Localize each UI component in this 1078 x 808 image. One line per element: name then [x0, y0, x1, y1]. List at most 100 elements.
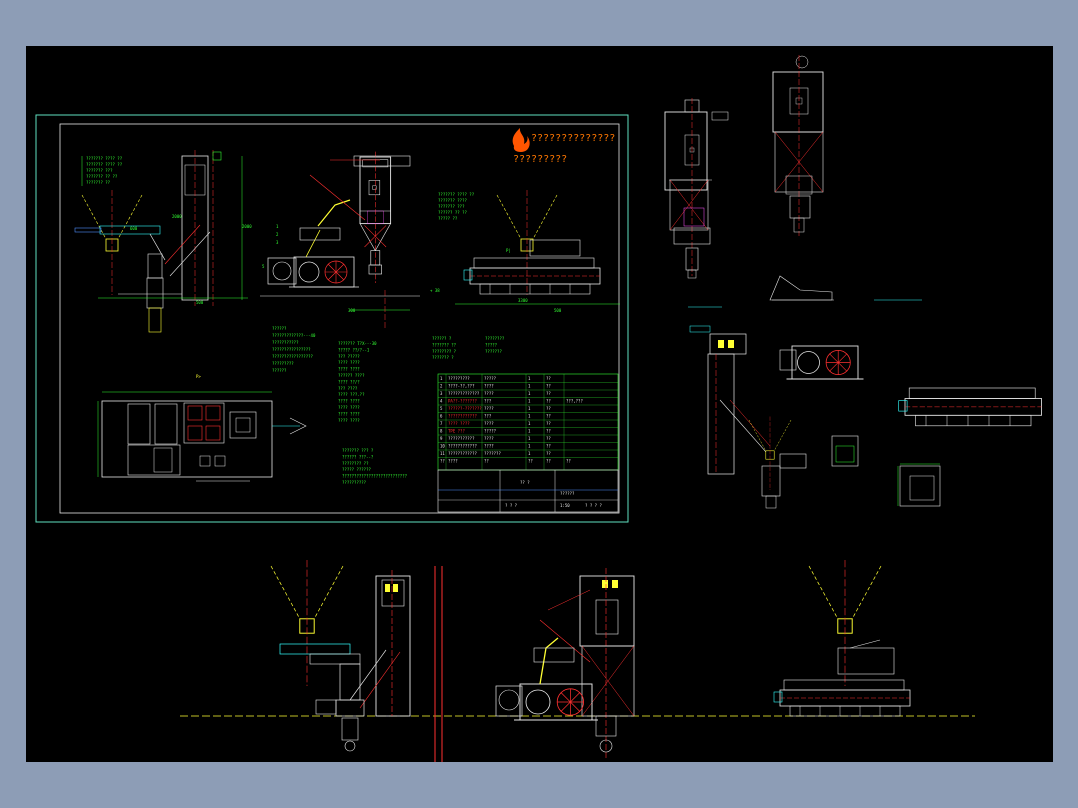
title-sheet: ? ? ?: [505, 503, 518, 508]
svg-text:??????? ???? ??: ??????? ???? ??: [86, 162, 123, 167]
note-line: ??????? ?: [432, 355, 454, 360]
bom-header-cell: ??: [484, 459, 489, 464]
note-line: ???? ???.??: [338, 392, 365, 397]
bom-cell: ????????????: [448, 414, 477, 419]
bom-cell: 1: [528, 436, 531, 441]
note-line: ?????? ????: [338, 373, 365, 378]
bom-header-cell: ????: [448, 459, 458, 464]
bom-cell: 10: [440, 444, 445, 449]
note-line: ??????????: [342, 480, 367, 485]
sheet-notes: ???????????????????---40????????????????…: [272, 326, 505, 485]
sheet-plan-view: P>: [97, 374, 307, 482]
svg-text:2000: 2000: [172, 214, 182, 219]
note-line: ????? ??????: [342, 467, 371, 472]
note-line: ?????? ???--?: [342, 454, 374, 459]
bom-cell: ??: [546, 444, 551, 449]
svg-text:3300: 3300: [518, 298, 528, 303]
sheet-inner-frame: [59, 123, 620, 514]
title-company: ? ? ? ?: [585, 503, 602, 508]
note-line: ?????: [485, 342, 498, 347]
view-elevator-right: [689, 325, 807, 509]
bom-cell: 1: [528, 406, 531, 411]
bom-cell: ????????????: [448, 451, 477, 456]
note-line: ??????: [272, 368, 287, 373]
bom-cell: ?????: [484, 376, 497, 381]
note-line: ????????: [485, 336, 505, 341]
bom-cell: ??: [546, 391, 551, 396]
bom-cell: 2: [440, 384, 443, 389]
sheet-dimensions: 600 2000 500 300 3300 500 2000: [130, 214, 562, 313]
view-small-box-b: [897, 463, 941, 507]
bom-cell: 9: [440, 436, 443, 441]
svg-text:??????? ??: ??????? ??: [86, 180, 111, 185]
bom-cell: ?????: [484, 429, 497, 434]
bom-cell: 6: [440, 414, 443, 419]
note-line: ???????? ??: [342, 461, 369, 466]
bom-cell: 1: [528, 421, 531, 426]
bom-cell: 1: [528, 384, 531, 389]
bom-cell: ???: [484, 399, 492, 404]
note-line: ??????? T?X---30: [338, 341, 377, 346]
bom-cell: ??????-???????: [448, 406, 482, 411]
svg-text:??????? ????: ??????? ????: [438, 198, 467, 203]
note-line: ???? ????: [338, 418, 360, 423]
bom-cell: ????-??,???: [448, 384, 475, 389]
bom-cell: ?????????????: [448, 391, 480, 396]
bom-cell: ??: [546, 436, 551, 441]
bom-header-cell: ??: [546, 459, 551, 464]
bom-cell: ????: [484, 444, 494, 449]
svg-text:?????? ?? ??: ?????? ?? ??: [438, 210, 467, 215]
sheet-view-extruder: ??????? ???? ?? ??????? ???? ??????? ???…: [430, 189, 620, 305]
bom-cell: 3: [440, 391, 443, 396]
svg-text:600: 600: [130, 226, 138, 231]
bom-cell: 1: [528, 444, 531, 449]
bom-cell: ??: [546, 414, 551, 419]
svg-text:2000: 2000: [242, 224, 252, 229]
sheet-view-elevator: [74, 150, 248, 333]
svg-text:3: 3: [276, 240, 279, 245]
note-line: ??????? ??: [432, 342, 457, 347]
note-line: ???????: [485, 349, 502, 354]
view-dust-collector-left: [664, 98, 729, 279]
note-line: ???? ????: [338, 399, 360, 404]
brand-line-2: ?????????: [513, 154, 567, 165]
note-line: ?????????????????: [272, 354, 314, 359]
svg-text:??????? ?? ??: ??????? ?? ??: [86, 174, 118, 179]
sheet-outer-frame: [35, 114, 629, 523]
bom-cell: ?????????: [448, 376, 470, 381]
bom-header-cell: ??: [566, 459, 571, 464]
note-line: ???? ????: [338, 360, 360, 365]
svg-text:2: 2: [276, 232, 279, 237]
svg-text:??????? ???: ??????? ???: [86, 168, 113, 173]
title-scale: 1:50: [560, 503, 570, 508]
svg-text:1: 1: [276, 224, 279, 229]
note-line: ?????????????---40: [272, 333, 316, 338]
bom-cell: ????????????: [448, 444, 477, 449]
bom-cell: ????: [484, 421, 494, 426]
view-small-box-a: [831, 435, 859, 467]
note-line: ????? ??/?--1: [338, 347, 370, 352]
view-small-chute: [769, 275, 834, 301]
bom-cell: 11: [440, 451, 445, 456]
bom-cell: ????: [484, 436, 494, 441]
bom-cell: ????: [484, 384, 494, 389]
note-line: ??????? ??? ?: [342, 448, 374, 453]
bom-cell: ????: [484, 406, 494, 411]
drawing-canvas[interactable]: [26, 46, 1053, 762]
title-code: ?? ?: [520, 480, 530, 485]
bom-cell: ????: [484, 391, 494, 396]
bom-cell: 1: [528, 414, 531, 419]
bom-cell: ??: [546, 421, 551, 426]
svg-text:5: 5: [262, 264, 265, 269]
bom-cell: 1: [528, 399, 531, 404]
bom-cell: ???? ????: [448, 421, 470, 426]
bottom-view-mixer-tower: [495, 568, 635, 760]
bottom-view-extruder: [773, 559, 911, 717]
note-line: ???????????: [272, 340, 299, 345]
bom-cell: ??: [546, 429, 551, 434]
svg-text:500: 500: [196, 300, 204, 305]
title-name: ??????: [560, 491, 575, 496]
bom-cell: 8: [440, 429, 443, 434]
bom-cell: ??: [546, 384, 551, 389]
